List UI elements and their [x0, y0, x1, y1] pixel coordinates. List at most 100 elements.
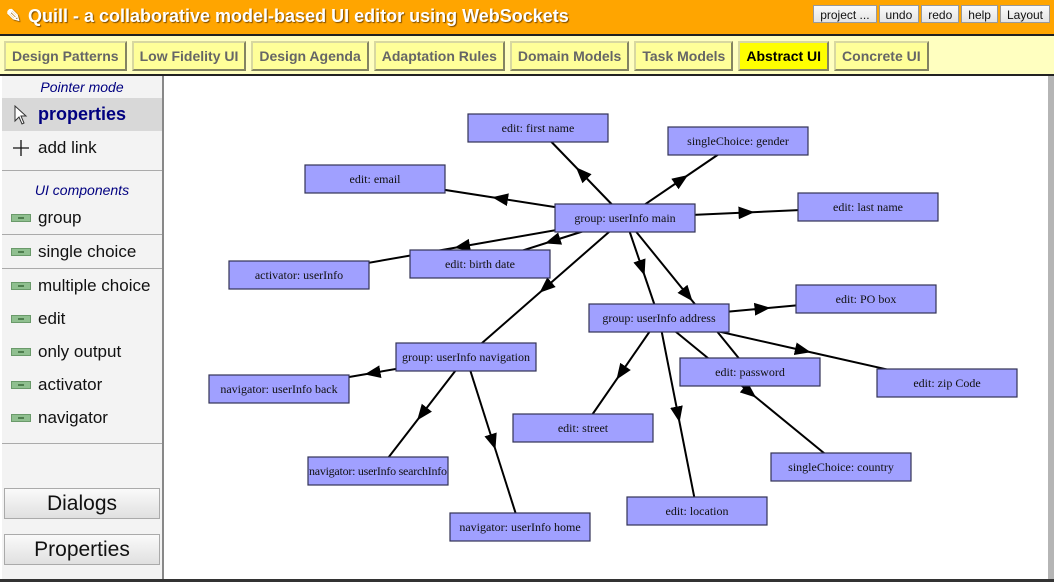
node-home[interactable]: navigator: userInfo home	[449, 512, 591, 542]
node-firstname[interactable]: edit: first name	[467, 113, 609, 143]
node-label: singleChoice: gender	[687, 134, 789, 148]
node-box[interactable]	[797, 192, 939, 222]
pointer-mode-add-link-label: add link	[38, 138, 97, 157]
node-birthdate[interactable]: edit: birth date	[409, 249, 551, 279]
quill-pen-icon: ✎	[6, 6, 22, 26]
node-box[interactable]	[667, 126, 809, 156]
app-title: ✎Quill - a collaborative model-based UI …	[6, 6, 569, 27]
component-only-output[interactable]: only output	[2, 335, 162, 368]
node-box[interactable]	[795, 284, 937, 314]
component-single-choice[interactable]: single choice	[2, 235, 162, 268]
component-label: multiple choice	[38, 276, 151, 295]
component-icon	[11, 347, 31, 356]
edge-navigation-home[interactable]	[465, 356, 521, 528]
layout-button[interactable]: Layout	[999, 5, 1050, 23]
edge-address-street[interactable]	[582, 317, 660, 429]
scrollbar-edge	[1048, 76, 1054, 580]
node-box[interactable]	[512, 413, 654, 443]
component-icon	[11, 413, 31, 422]
component-navigator[interactable]: navigator	[2, 401, 162, 434]
tab-design-patterns[interactable]: Design Patterns	[4, 41, 127, 71]
tab-low-fidelity-ui[interactable]: Low Fidelity UI	[131, 41, 247, 71]
node-label: edit: birth date	[445, 257, 515, 271]
tab-task-models[interactable]: Task Models	[634, 41, 734, 71]
ui-components-heading: UI components	[34, 182, 130, 198]
node-box[interactable]	[304, 164, 446, 194]
abstract-ui-diagram[interactable]: edit: first name singleChoice: gender edit…	[164, 76, 1048, 580]
node-gender[interactable]: singleChoice: gender	[667, 126, 809, 156]
node-box[interactable]	[395, 342, 537, 372]
tab-concrete-ui[interactable]: Concrete UI	[834, 41, 929, 71]
node-activator[interactable]: activator: userInfo	[228, 260, 370, 290]
redo-button[interactable]: redo	[921, 5, 960, 23]
edge-main-password[interactable]	[624, 217, 751, 373]
node-box[interactable]	[588, 303, 730, 333]
help-button[interactable]: help	[961, 5, 998, 23]
tab-bar: Design Patterns Low Fidelity UI Design A…	[0, 36, 1054, 76]
tab-adaptation-rules[interactable]: Adaptation Rules	[373, 41, 505, 71]
toolbar: project ... undo redo help Layout	[813, 5, 1050, 23]
properties-button[interactable]: Properties	[4, 534, 160, 565]
edge-main-firstname[interactable]	[537, 127, 626, 219]
node-lastname[interactable]: edit: last name	[797, 192, 939, 222]
node-main[interactable]: group: userInfo main	[554, 203, 696, 233]
node-box[interactable]	[679, 357, 821, 387]
node-street[interactable]: edit: street	[512, 413, 654, 443]
node-pobox[interactable]: edit: PO box	[795, 284, 937, 314]
component-label: navigator	[38, 408, 108, 427]
component-multiple-choice[interactable]: multiple choice	[2, 269, 162, 302]
node-box[interactable]	[626, 496, 768, 526]
node-box[interactable]	[409, 249, 551, 279]
project-button[interactable]: project ...	[813, 5, 877, 23]
tab-design-agenda[interactable]: Design Agenda	[251, 41, 369, 71]
arrow-pointer-icon	[10, 104, 32, 125]
node-box[interactable]	[208, 374, 350, 404]
node-label: edit: location	[666, 504, 729, 518]
undo-button[interactable]: undo	[878, 5, 920, 23]
component-icon	[11, 213, 31, 222]
node-zip[interactable]: edit: zip Code	[876, 368, 1018, 398]
node-navback[interactable]: navigator: userInfo back	[208, 374, 350, 404]
component-label: only output	[38, 342, 122, 361]
node-box[interactable]	[554, 203, 696, 233]
pointer-mode-heading: Pointer mode	[40, 79, 124, 95]
node-country[interactable]: singleChoice: country	[770, 452, 912, 482]
node-navigation[interactable]: group: userInfo navigation	[395, 342, 537, 372]
node-email[interactable]: edit: email	[304, 164, 446, 194]
pointer-mode-properties[interactable]: properties	[2, 98, 162, 131]
component-group[interactable]: group	[2, 201, 162, 234]
edge-main-navigation[interactable]	[465, 217, 626, 358]
dialogs-button[interactable]: Dialogs	[4, 488, 160, 519]
diagram-canvas[interactable]: edit: first name singleChoice: gender edit…	[164, 76, 1048, 580]
node-label: edit: last name	[833, 200, 903, 214]
tab-domain-models[interactable]: Domain Models	[509, 41, 630, 71]
node-searchinfo[interactable]: navigator: userInfo searchInfo	[307, 456, 449, 486]
node-label: edit: first name	[502, 121, 575, 135]
edge-navigation-searchinfo[interactable]	[377, 356, 467, 472]
node-label: edit: password	[715, 365, 785, 379]
node-box[interactable]	[307, 456, 449, 486]
divider	[2, 234, 162, 235]
edge-main-address[interactable]	[624, 217, 660, 319]
node-password[interactable]: edit: password	[679, 357, 821, 387]
component-icon	[11, 380, 31, 389]
edge-address-country[interactable]	[658, 317, 842, 468]
node-location[interactable]: edit: location	[626, 496, 768, 526]
node-box[interactable]	[467, 113, 609, 143]
edge-address-location[interactable]	[658, 317, 698, 512]
component-edit[interactable]: edit	[2, 302, 162, 335]
node-label: navigator: userInfo back	[220, 382, 337, 396]
tab-abstract-ui[interactable]: Abstract UI	[738, 41, 830, 71]
component-label: group	[38, 208, 82, 227]
node-box[interactable]	[228, 260, 370, 290]
node-box[interactable]	[449, 512, 591, 542]
node-box[interactable]	[770, 452, 912, 482]
node-label: edit: PO box	[836, 292, 897, 306]
node-box[interactable]	[876, 368, 1018, 398]
node-address[interactable]: group: userInfo address	[588, 303, 730, 333]
pointer-mode-add-link[interactable]: add link	[2, 131, 162, 164]
node-label: edit: zip Code	[913, 376, 980, 390]
node-label: activator: userInfo	[255, 268, 343, 282]
divider	[2, 443, 162, 444]
component-activator[interactable]: activator	[2, 368, 162, 401]
